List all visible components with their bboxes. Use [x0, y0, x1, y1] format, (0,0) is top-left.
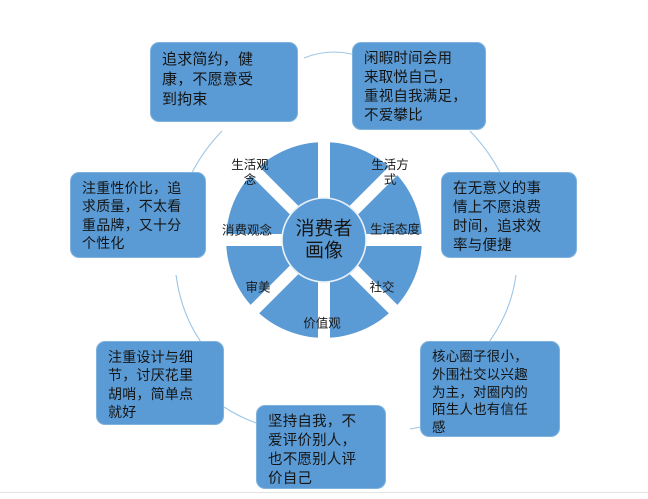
- bottom-divider: [0, 492, 648, 493]
- callout-social[interactable]: 核心圈子很小， 外围社交以兴趣 为主，对圈内的 陌生人也有信任 感: [420, 341, 560, 437]
- callout-life-concept[interactable]: 追求简约，健 康，不愿意受 到拘束: [150, 42, 298, 122]
- callout-aesthetics[interactable]: 注重设计与细 节，讨厌花里 胡哨，简单点 就好: [96, 341, 224, 425]
- hub-circle: [281, 197, 367, 283]
- callout-consumption-concept[interactable]: 注重性价比，追 求质量，不太看 重品牌，又十分 个性化: [70, 172, 206, 258]
- callout-life-attitude[interactable]: 在无意义的事 情上不愿浪费 时间，追求效 率与便捷: [441, 172, 577, 258]
- callout-values[interactable]: 坚持自我，不 爱评价别人， 也不愿别人评 价自己: [256, 405, 386, 489]
- callout-lifestyle[interactable]: 闲暇时间会用 来取悦自己， 重视自我满足， 不爱攀比: [352, 42, 486, 130]
